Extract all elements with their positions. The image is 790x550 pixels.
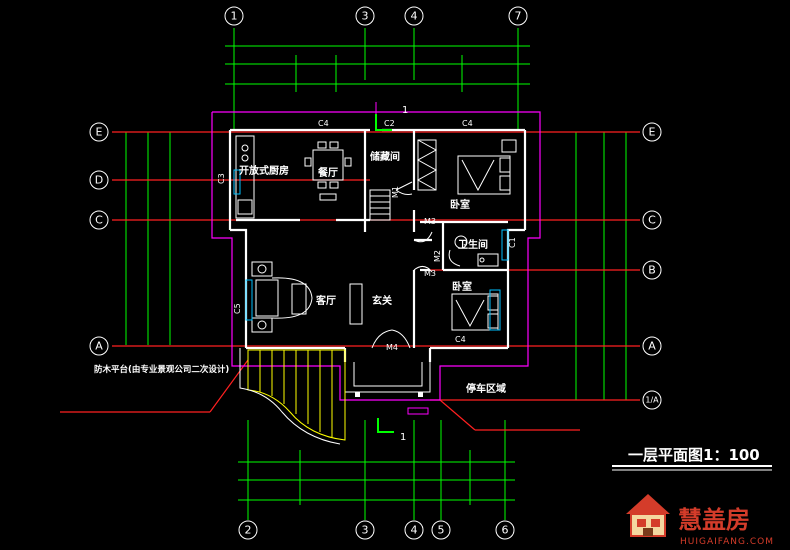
axis-left-a: A — [95, 340, 103, 353]
room-living: 客厅 — [315, 294, 336, 307]
left-axis-bubbles: E D C A — [89, 122, 109, 356]
sofa-set — [251, 261, 363, 333]
house-icon — [626, 494, 670, 537]
drawing-title-text: 一层平面图1：100 — [628, 446, 760, 464]
axis-top-4: 4 — [411, 10, 418, 23]
wardrobe — [416, 139, 438, 191]
brand-logo: 慧盖房 HUIGAIFANG.COM — [626, 494, 774, 547]
bottom-axis-bubbles: 2 3 4 5 6 — [238, 520, 515, 540]
mark-m2: M2 — [433, 250, 442, 262]
room-bathroom: 卫生间 — [458, 238, 488, 251]
mark-m3-upper: M3 — [424, 217, 436, 226]
axis-left-d: D — [95, 174, 103, 187]
axis-top-1: 1 — [231, 10, 238, 23]
mark-c4-top-left: C4 — [318, 119, 329, 128]
axis-top-7: 7 — [515, 10, 522, 23]
axis-lines — [60, 131, 640, 431]
axis-top-3: 3 — [362, 10, 369, 23]
axis-bottom-4: 4 — [411, 524, 418, 537]
room-dining: 餐厅 — [317, 166, 338, 179]
section-bottom-number: 1 — [400, 432, 406, 443]
room-bedroom-2: 卧室 — [452, 280, 472, 293]
mark-c4-bottom: C4 — [455, 335, 466, 344]
brand-url: HUIGAIFANG.COM — [680, 537, 774, 547]
mark-m1: M1 — [391, 186, 400, 198]
mark-c1: C1 — [508, 237, 517, 248]
stair-lines — [369, 189, 391, 221]
mark-m3-lower: M3 — [424, 269, 436, 278]
axis-right-b: B — [648, 264, 656, 277]
outer-outline — [211, 111, 541, 401]
axis-bottom-6: 6 — [502, 524, 509, 537]
dining-set — [304, 141, 352, 201]
axis-right-1a: 1/A — [645, 396, 659, 405]
right-axis-bubbles: E C B A 1/A — [642, 122, 662, 410]
axis-left-c: C — [95, 214, 103, 227]
room-parking: 停车区域 — [466, 382, 506, 395]
axis-bottom-3: 3 — [362, 524, 369, 537]
room-labels: 开放式厨房 餐厅 储藏间 卧室 卫生间 客厅 玄关 卧室 停车区域 — [239, 150, 506, 395]
room-bedroom-1: 卧室 — [450, 198, 470, 211]
mark-c3-left: C3 — [217, 173, 226, 184]
deck-note: 防木平台(由专业景观公司二次设计) — [94, 364, 229, 375]
doors — [371, 181, 461, 349]
mark-c4-top-right: C4 — [462, 119, 473, 128]
bed-1 — [457, 139, 517, 195]
kitchen-counter — [235, 135, 255, 219]
axis-right-e: E — [649, 126, 656, 139]
section-top-number: 1 — [402, 105, 408, 116]
room-foyer: 玄关 — [372, 294, 392, 307]
vertical-grid-lines — [125, 28, 627, 520]
bed-2 — [451, 293, 499, 331]
section-marks — [375, 102, 394, 433]
mark-c2-top: C2 — [384, 119, 395, 128]
element-marks: C4 C2 C4 C3 M1 M3 M2 M3 C1 C5 M4 C4 1 1 — [217, 105, 517, 443]
room-storage: 储藏间 — [369, 150, 400, 163]
axis-right-c: C — [648, 214, 656, 227]
top-axis-bubbles: 1 3 4 7 — [224, 6, 528, 26]
mark-m4: M4 — [386, 343, 398, 352]
room-kitchen: 开放式厨房 — [239, 164, 289, 177]
brand-name: 慧盖房 — [678, 506, 750, 534]
axis-right-a: A — [648, 340, 656, 353]
axis-left-e: E — [96, 126, 103, 139]
porch-columns — [355, 392, 429, 415]
axis-bottom-5: 5 — [438, 524, 445, 537]
mark-c5: C5 — [233, 303, 242, 314]
axis-bottom-2: 2 — [245, 524, 252, 537]
window-marks — [233, 169, 509, 331]
bathroom-fixtures — [454, 235, 499, 267]
drawing-title: 一层平面图1：100 — [612, 446, 772, 471]
wooden-deck — [239, 348, 346, 445]
